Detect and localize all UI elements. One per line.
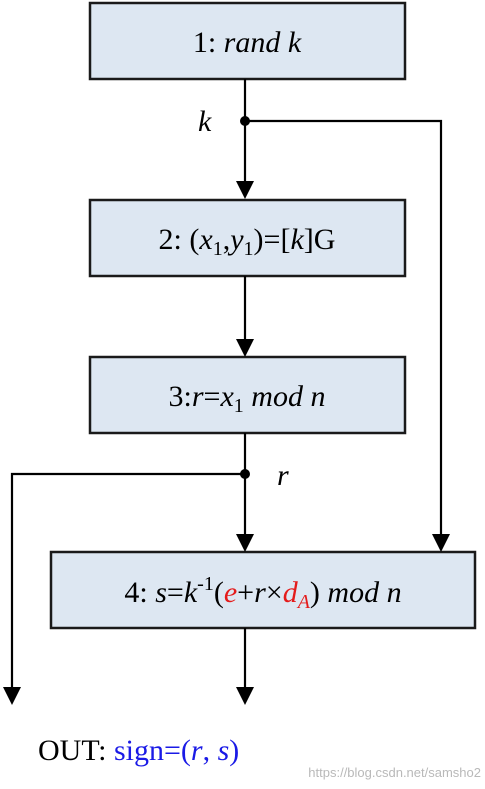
step2-text: 2: (x1,y1)=[k]G	[159, 223, 336, 260]
r-wire-label: r	[277, 459, 289, 492]
step4-text: 4: s=k-1(e+r×dA) mod n	[124, 573, 401, 613]
step3-text: 3:r=x1 mod n	[169, 380, 326, 417]
dA-highlight: d	[283, 576, 299, 609]
arrowhead-icon	[236, 687, 254, 705]
arrowhead-icon	[236, 534, 254, 552]
step1-text: 1: rand k	[193, 26, 302, 59]
step2-box	[88, 198, 407, 278]
r-junction-dot	[240, 469, 250, 479]
k-junction-dot	[240, 116, 250, 126]
e-highlight: e	[224, 576, 237, 609]
watermark: https://blog.csdn.net/samsho2	[308, 765, 481, 780]
arrowhead-icon	[3, 687, 21, 705]
step3-box	[88, 355, 407, 435]
arrowhead-icon	[236, 181, 254, 199]
arrowhead-icon	[236, 339, 254, 357]
k-branch-wire	[245, 119, 443, 536]
step1-box	[88, 1, 407, 81]
k-wire-label: k	[198, 105, 212, 138]
r-branch-wire	[10, 472, 245, 688]
step4-box	[49, 550, 477, 630]
arrowhead-icon	[432, 534, 450, 552]
output-text: OUT: sign=(r, s)	[38, 734, 239, 767]
